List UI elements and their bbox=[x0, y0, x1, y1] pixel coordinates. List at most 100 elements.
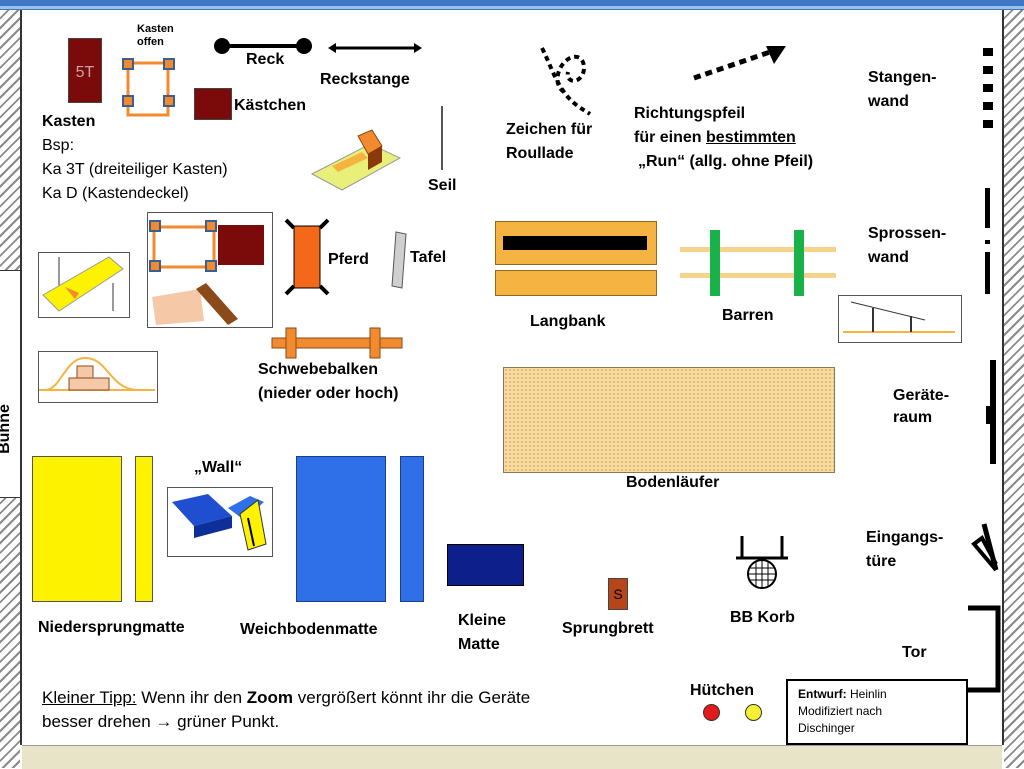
richtung-label-2a: für einen bbox=[634, 129, 707, 146]
kleine-matte-symbol[interactable] bbox=[447, 544, 524, 586]
pferd-label: Pferd bbox=[328, 251, 369, 268]
wall-label: „Wall“ bbox=[194, 459, 243, 476]
bb-korb-label: BB Korb bbox=[730, 609, 795, 626]
wall-illustration bbox=[172, 494, 267, 551]
tafel-symbol[interactable] bbox=[390, 230, 410, 290]
richtung-label-2: für einen bestimmten bbox=[634, 126, 796, 150]
reckstange-symbol[interactable] bbox=[328, 40, 422, 56]
roullade-label-1: Zeichen für bbox=[506, 121, 593, 138]
richtungspfeil-symbol[interactable] bbox=[690, 42, 790, 82]
bb-korb-symbol[interactable] bbox=[734, 534, 790, 594]
geraeteraum-label-1: Geräte- bbox=[893, 387, 950, 404]
geraeteraum-label-2: raum bbox=[893, 409, 933, 426]
sprossenwand-label-2: wand bbox=[868, 249, 909, 266]
niedersprungmatte-label: Niedersprungmatte bbox=[38, 619, 185, 636]
tip-line-2: besser drehen → grüner Punkt. bbox=[42, 710, 279, 734]
niedersprungmatte-small-symbol[interactable] bbox=[135, 456, 153, 602]
reck-illustration bbox=[843, 301, 955, 333]
langbank-label: Langbank bbox=[530, 313, 606, 330]
tor-symbol[interactable] bbox=[966, 604, 1002, 694]
richtung-label-2b: bestimmten bbox=[706, 129, 796, 146]
kasten-3t: Ka 3T (dreiteiliger Kasten) bbox=[42, 161, 228, 178]
stage-label: Bühne bbox=[0, 404, 13, 454]
kasten-figure-symbol[interactable] bbox=[148, 213, 270, 325]
eingangstuere-symbol[interactable] bbox=[966, 516, 1002, 572]
weichbodenmatte-symbol[interactable] bbox=[296, 456, 386, 602]
sprossenwand-symbol[interactable] bbox=[982, 188, 994, 296]
eingangstuere-label-2: türe bbox=[866, 553, 897, 570]
kasten-bsp: Bsp: bbox=[42, 137, 75, 154]
schraege-bank-symbol bbox=[42, 256, 124, 312]
tip-part-1: Wenn ihr den bbox=[136, 688, 247, 707]
huegel-frame bbox=[38, 351, 158, 403]
tip-line-1: Kleiner Tipp: Wenn ihr den Zoom vergröße… bbox=[42, 686, 530, 710]
tip-prefix: Kleiner Tipp: bbox=[42, 688, 137, 707]
bodenlaeufer-symbol[interactable] bbox=[503, 367, 835, 473]
tip-zoom: Zoom bbox=[246, 688, 294, 707]
sprungbrett-symbol[interactable]: S bbox=[608, 578, 628, 610]
right-wall-line bbox=[1002, 10, 1004, 745]
arrow-right-icon: → bbox=[155, 712, 173, 731]
seil-symbol[interactable] bbox=[441, 106, 443, 170]
langbank-top-beam bbox=[503, 236, 647, 250]
sprungbrett-mark: S bbox=[613, 586, 623, 602]
credit-line-2: Modifiziert nach bbox=[798, 704, 883, 718]
credit-line-3: Dischinger bbox=[798, 721, 855, 735]
schwebebalken-label-1: Schwebebalken bbox=[258, 361, 379, 378]
reck-illustration-frame bbox=[838, 295, 962, 343]
roullade-label-2: Roullade bbox=[506, 145, 574, 162]
credit-entwurf-name: Heinlin bbox=[846, 687, 887, 701]
pferd-symbol[interactable] bbox=[282, 214, 332, 300]
kasten-offen-label: Kasten offen bbox=[137, 23, 174, 48]
schwebebalken-symbol[interactable] bbox=[270, 326, 404, 360]
barren-label: Barren bbox=[722, 307, 774, 324]
reckstange-label: Reckstange bbox=[320, 71, 410, 88]
huetchen-red-symbol[interactable] bbox=[703, 704, 720, 721]
langbank-top-symbol[interactable] bbox=[495, 221, 657, 265]
kaestchen-label: Kästchen bbox=[234, 97, 307, 114]
credit-box: Entwurf: Heinlin Modifiziert nach Dischi… bbox=[786, 679, 968, 745]
roullade-symbol[interactable] bbox=[536, 44, 596, 116]
kaestchen-symbol[interactable] bbox=[194, 88, 232, 120]
sprungbrett-label: Sprungbrett bbox=[562, 620, 654, 637]
eingangstuere-label-1: Eingangs- bbox=[866, 529, 944, 546]
kleine-matte-label-2: Matte bbox=[458, 636, 500, 653]
sprossenwand-label-1: Sprossen- bbox=[868, 225, 947, 242]
reck-label: Reck bbox=[246, 51, 285, 68]
bodenlaeufer-label: Bodenläufer bbox=[626, 474, 720, 491]
weichbodenmatte-small-symbol[interactable] bbox=[400, 456, 424, 602]
geraeteraum-door-symbol[interactable] bbox=[984, 358, 1000, 466]
huetchen-yellow-symbol[interactable] bbox=[745, 704, 762, 721]
stangenwand-symbol[interactable] bbox=[982, 48, 994, 136]
tafel-label: Tafel bbox=[410, 249, 447, 266]
huetchen-label: Hütchen bbox=[690, 682, 754, 699]
tip-part-2: vergrößert könnt ihr die Geräte bbox=[293, 688, 531, 707]
barren-symbol[interactable] bbox=[680, 228, 836, 298]
kasten-d: Ka D (Kastendeckel) bbox=[42, 185, 189, 202]
credit-line-1: Entwurf: Heinlin bbox=[788, 681, 966, 703]
richtung-label-3: „Run“ (allg. ohne Pfeil) bbox=[638, 153, 814, 170]
reck-symbol[interactable] bbox=[212, 36, 316, 56]
kasten-offen-symbol[interactable] bbox=[120, 56, 180, 122]
credit-entwurf-label: Entwurf: bbox=[798, 687, 847, 701]
kasten-3d-illustration bbox=[310, 129, 402, 191]
kasten-mark: 5T bbox=[75, 64, 95, 81]
kleine-matte-label-1: Kleine bbox=[458, 612, 507, 629]
tip-line-2-end: grüner Punkt. bbox=[172, 712, 280, 731]
top-bar bbox=[0, 0, 1024, 10]
tip-line-2-text: besser drehen bbox=[42, 712, 156, 731]
weichbodenmatte-label: Weichbodenmatte bbox=[240, 621, 378, 638]
floor-strip bbox=[22, 745, 1002, 769]
top-bar-highlight bbox=[0, 6, 1024, 9]
stangenwand-label-2: wand bbox=[868, 93, 909, 110]
tor-label: Tor bbox=[902, 644, 927, 661]
schwebebalken-label-2: (nieder oder hoch) bbox=[258, 385, 399, 402]
left-wall-line bbox=[20, 10, 22, 745]
kasten-label: Kasten bbox=[42, 113, 96, 130]
huegel-illustration bbox=[39, 356, 155, 391]
kasten-symbol[interactable]: 5T bbox=[68, 38, 102, 103]
langbank-bottom-symbol[interactable] bbox=[495, 270, 657, 296]
seil-label: Seil bbox=[428, 177, 457, 194]
richtung-label-1: Richtungspfeil bbox=[634, 105, 746, 122]
niedersprungmatte-symbol[interactable] bbox=[32, 456, 122, 602]
